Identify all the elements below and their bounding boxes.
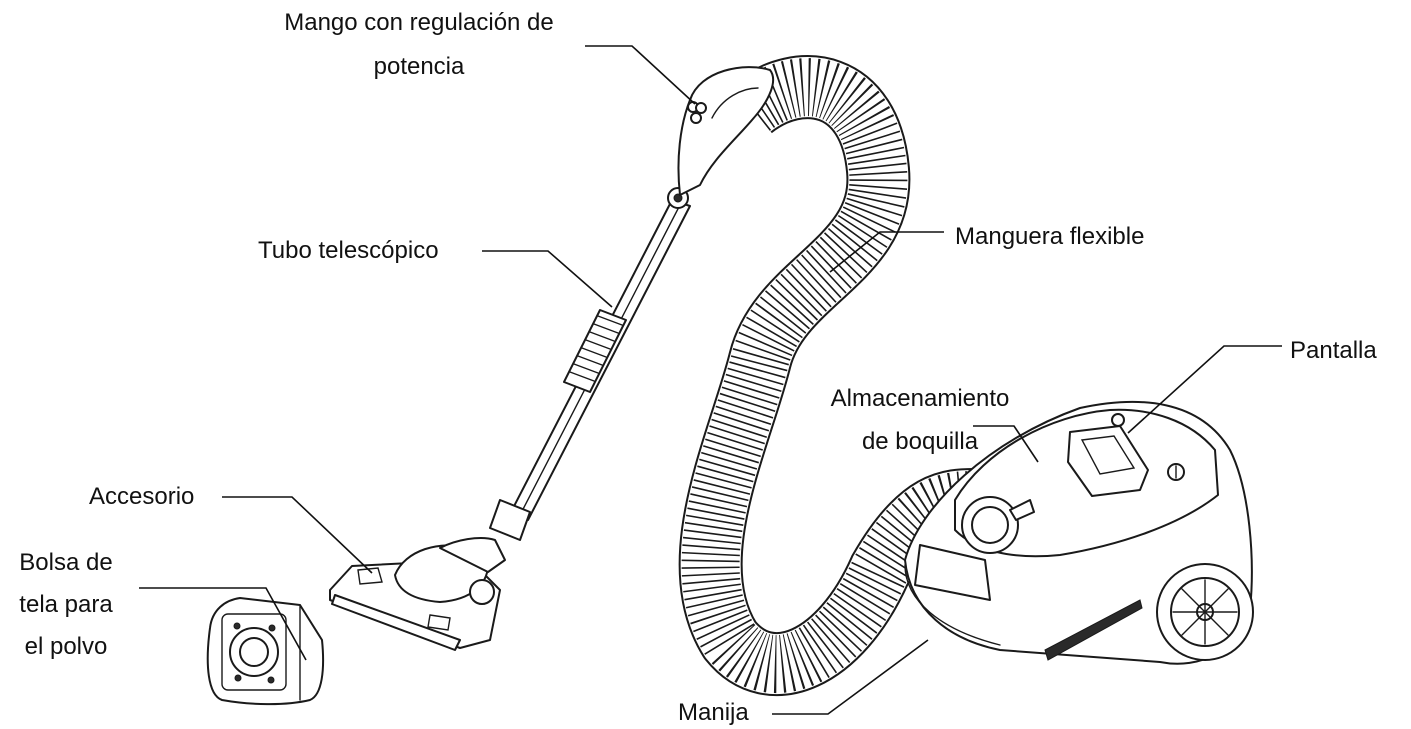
- label-dust-bag-line3: el polvo: [24, 633, 108, 660]
- label-telescopic-tube: Tubo telescópico: [258, 237, 439, 264]
- label-power-handle-line2: potencia: [373, 53, 465, 80]
- label-flexible-hose: Manguera flexible: [955, 223, 1145, 250]
- label-display: Pantalla: [1290, 337, 1377, 364]
- label-power-handle-line1: Mango con regulación de: [284, 9, 554, 36]
- label-accessory: Accesorio: [89, 483, 195, 510]
- dust-bag: [206, 597, 325, 706]
- vacuum-body: [904, 400, 1254, 665]
- floor-nozzle: [329, 537, 506, 651]
- label-carry-handle: Manija: [678, 699, 749, 726]
- label-nozzle-storage-line2: de boquilla: [861, 428, 979, 455]
- leader-lines: [139, 45, 1282, 715]
- label-dust-bag-line2: tela para: [19, 591, 113, 618]
- power-handle: [677, 66, 775, 196]
- flexible-hose: [678, 55, 976, 697]
- tube-grip-ribs: [569, 315, 623, 382]
- label-dust-bag-line1: Bolsa de: [19, 549, 113, 576]
- telescopic-tube: [489, 187, 691, 541]
- label-nozzle-storage-line1: Almacenamiento: [830, 385, 1010, 412]
